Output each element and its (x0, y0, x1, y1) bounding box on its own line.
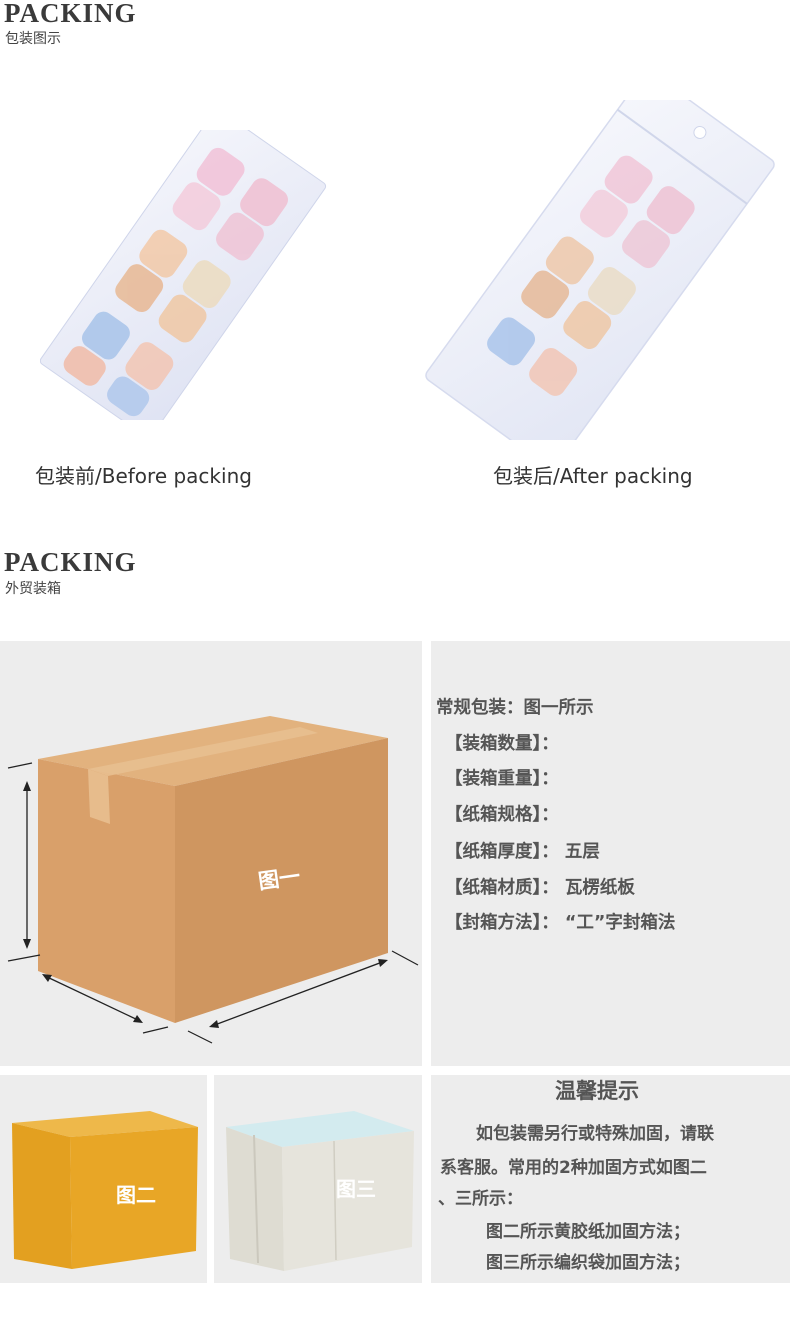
spec-line-thickness: 【纸箱厚度】： 五层 (445, 842, 600, 862)
notice-title: 温馨提示 (555, 1079, 639, 1103)
specs-panel: 常规包装：图一所示 【装箱数量】： 【装箱重量】： 【纸箱规格】： 【纸箱厚度】… (431, 641, 790, 1066)
specs-heading: 常规包装：图一所示 (436, 698, 594, 718)
after-packing-image (420, 70, 780, 470)
section-subtitle-export-packing: 外贸装箱 (5, 581, 61, 597)
figure1-panel: 图一 (0, 641, 422, 1066)
spec-line-size: 【纸箱规格】： (445, 805, 559, 825)
before-packing-caption: 包装前/Before packing (35, 464, 252, 488)
figure1-label: 图一 (256, 864, 302, 894)
figure2-panel: 图二 (0, 1075, 207, 1283)
spec-line-sealing: 【封箱方法】： “工”字封箱法 (445, 913, 676, 933)
notice-line-4: 图二所示黄胶纸加固方法； (486, 1222, 690, 1242)
before-packing-image (39, 108, 330, 439)
notice-line-2: 系客服。常用的2种加固方式如图二 (440, 1158, 707, 1178)
after-packing-caption: 包装后/After packing (493, 464, 693, 488)
spec-line-material: 【纸箱材质】： 瓦楞纸板 (445, 878, 635, 898)
notice-line-3: 、三所示： (438, 1189, 523, 1209)
notice-line-1: 如包装需另行或特殊加固，请联 (476, 1124, 714, 1144)
notice-panel: 温馨提示 如包装需另行或特殊加固，请联 系客服。常用的2种加固方式如图二 、三所… (431, 1075, 790, 1283)
spec-line-weight: 【装箱重量】： (445, 769, 559, 789)
section-title-export-packing: PACKING (4, 547, 137, 577)
figure2-label: 图二 (116, 1183, 156, 1207)
notice-line-5: 图三所示编织袋加固方法； (486, 1253, 690, 1273)
figure3-label: 图三 (336, 1177, 376, 1201)
section-subtitle-packing-display: 包装图示 (5, 31, 61, 47)
spec-line-quantity: 【装箱数量】： (445, 734, 559, 754)
section-title-packing-display: PACKING (4, 0, 137, 28)
figure3-panel: 图三 (214, 1075, 422, 1283)
